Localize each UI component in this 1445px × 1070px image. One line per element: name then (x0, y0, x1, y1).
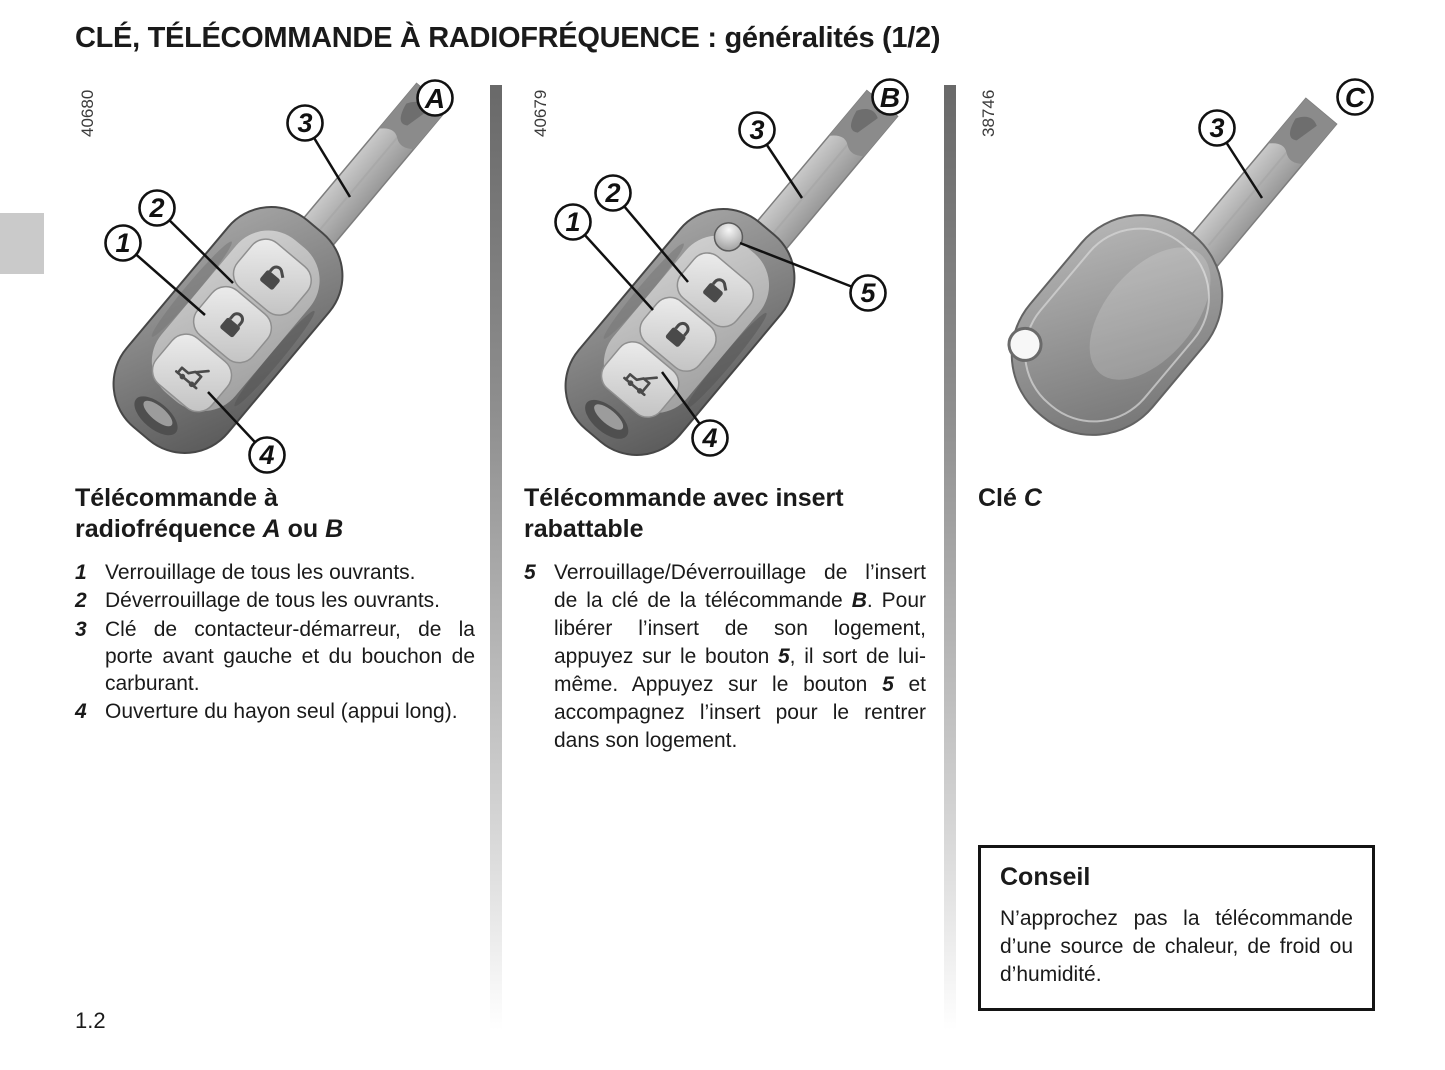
svg-text:C: C (1345, 82, 1366, 113)
key-head (1007, 214, 1224, 436)
column-divider (490, 85, 502, 1030)
list-item: 1 Verrouillage de tous les ouvrants. (75, 559, 475, 586)
list-item: 3 Clé de contacteur-démarreur, de la por… (75, 616, 475, 698)
advice-box: Conseil N’approchez pas la télécommande … (978, 845, 1375, 1011)
lock-open-icon (260, 265, 285, 290)
key-b-illustration: 40679 (531, 78, 909, 457)
svg-text:5: 5 (860, 278, 876, 308)
key-a-illustration: 40680 (78, 79, 454, 474)
item-number: 5 (524, 561, 536, 584)
figure-badge-c: C (1336, 78, 1374, 116)
figure-ref-number: 38746 (979, 90, 998, 137)
figure-badge-b: B (871, 78, 909, 116)
callout-1: 1 (104, 224, 206, 316)
callout-4: 4 (660, 371, 729, 457)
key-body (112, 206, 344, 454)
svg-text:3: 3 (1209, 113, 1224, 143)
svg-text:2: 2 (148, 193, 164, 223)
callout-4: 4 (207, 391, 286, 474)
item-number: 4 (75, 700, 87, 724)
callout-2: 2 (138, 189, 234, 284)
key-c-illustration: 38746 3 C (979, 78, 1374, 436)
svg-text:1: 1 (565, 207, 580, 237)
item-text: Verrouillage de tous les ouvrants. (105, 561, 416, 584)
svg-text:4: 4 (258, 440, 274, 470)
callout-3: 3 (738, 111, 804, 199)
key-blade (1185, 97, 1338, 267)
svg-text:2: 2 (604, 178, 620, 208)
callout-3: 3 (1198, 109, 1264, 199)
key-body (564, 208, 796, 456)
tailgate-open-icon (174, 366, 210, 390)
svg-text:A: A (424, 83, 445, 114)
page-number: 1.2 (75, 1008, 106, 1033)
lock-closed-icon (220, 312, 244, 338)
figure-badge-a: A (416, 79, 454, 117)
blade-release-button (713, 222, 744, 252)
callout-5: 5 (739, 241, 887, 312)
figure-key-a: 40680 (57, 78, 487, 482)
callout-legend-list: 1 Verrouillage de tous les ouvrants. 2 D… (75, 559, 475, 726)
svg-text:3: 3 (749, 115, 764, 145)
item-number: 3 (75, 617, 87, 641)
item-number: 2 (75, 589, 87, 613)
column-divider (944, 85, 956, 1030)
advice-title: Conseil (1000, 863, 1091, 891)
keyring-hole (1007, 326, 1043, 362)
figure-ref-number: 40680 (78, 90, 97, 137)
section-key-c: Clé C (978, 483, 1378, 529)
item-text: Clé de contacteur-démarreur, de la porte… (105, 617, 475, 696)
svg-text:1: 1 (115, 228, 130, 258)
figure-ref-number: 40679 (531, 90, 550, 137)
callout-2: 2 (594, 174, 689, 283)
item-text: Déverrouillage de tous les ouvrants. (105, 589, 441, 613)
svg-text:3: 3 (297, 108, 312, 138)
item-text: Ouverture du hayon seul (appui long). (105, 700, 458, 724)
page-title: CLÉ, TÉLÉCOMMANDE À RADIOFRÉQUENCE : gén… (75, 22, 941, 54)
lock-open-icon (703, 278, 728, 303)
callout-3: 3 (286, 104, 352, 198)
list-item: 5 Verrouillage/Déverrouillage de l’inser… (524, 559, 926, 754)
callout-1: 1 (554, 203, 654, 311)
item-number: 1 (75, 561, 87, 584)
svg-text:B: B (880, 82, 900, 113)
section-heading: Clé C (978, 484, 1042, 512)
figure-key-b: 40679 (510, 78, 940, 482)
figure-key-c: 38746 3 C (958, 78, 1388, 482)
item-text: Verrouillage/Déverrouillage de l’insert … (554, 561, 927, 752)
svg-text:4: 4 (701, 423, 717, 453)
advice-text: N’approchez pas la télécommande d’une so… (1000, 907, 1353, 986)
list-item: 2 Déverrouillage de tous les ouvrants. (75, 587, 475, 614)
lock-closed-icon (665, 322, 690, 347)
list-item: 4 Ouverture du hayon seul (appui long). (75, 698, 475, 725)
section-tab (0, 213, 44, 274)
tailgate-open-icon (623, 373, 658, 397)
